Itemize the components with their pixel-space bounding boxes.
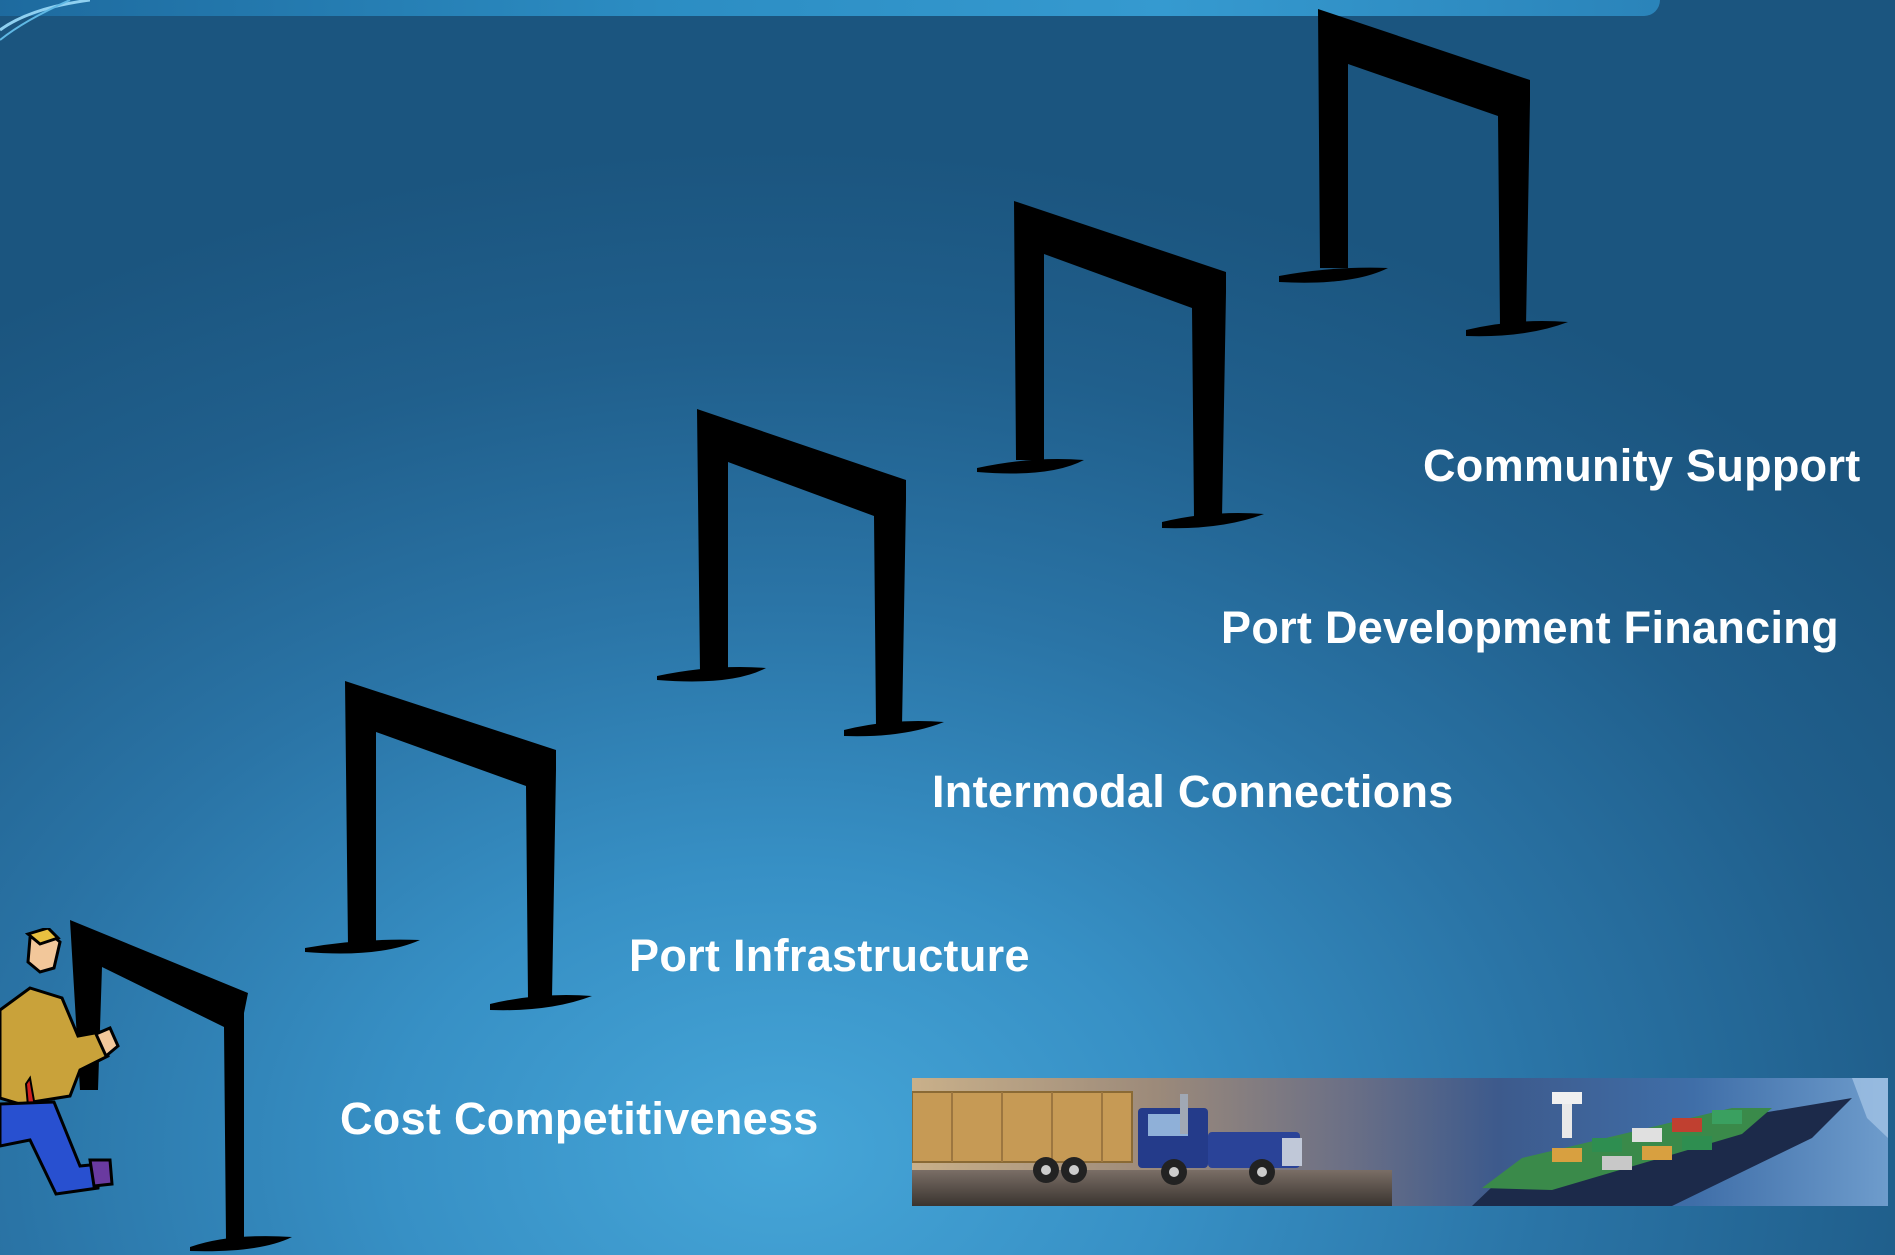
hurdle-icon: [1279, 9, 1568, 337]
step-label-port-infrastructure: Port Infrastructure: [629, 930, 1030, 981]
corner-swoosh-decoration: [0, 0, 90, 41]
step-label-intermodal-connections: Intermodal Connections: [932, 766, 1454, 817]
top-decorative-band: [0, 0, 1660, 16]
truck-and-container-ship-photo: [912, 1078, 1888, 1206]
step-label-cost-competitiveness: Cost Competitiveness: [340, 1093, 819, 1144]
step-label-community-support: Community Support: [1423, 440, 1861, 491]
hurdle-icon: [305, 681, 592, 1011]
hurdle-icon: [657, 409, 944, 737]
hurdle-icon: [70, 920, 292, 1252]
hurdle-icon: [977, 201, 1264, 529]
step-label-port-development-financing: Port Development Financing: [1221, 602, 1839, 653]
runner-clipart: [0, 928, 120, 1196]
